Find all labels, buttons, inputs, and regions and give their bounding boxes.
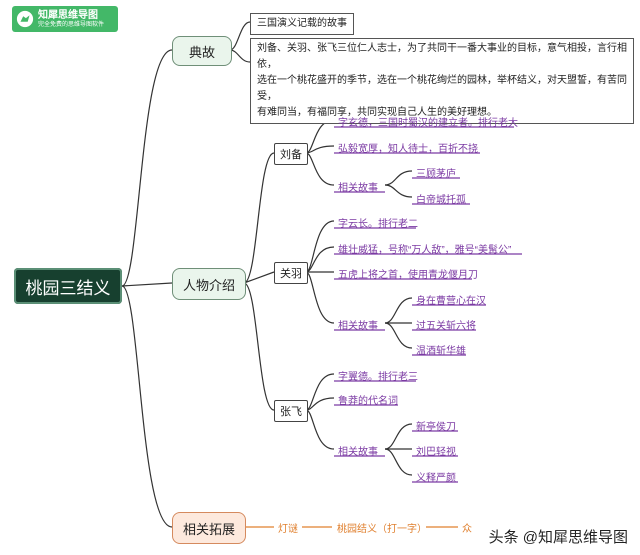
liubei-story-label[interactable]: 相关故事 xyxy=(338,183,378,194)
diangu-text-line: 有难同当，有福同享，共同实现自己人生的美好理想。 xyxy=(257,107,497,118)
tuozhan-item[interactable]: 桃园结义（打一字） xyxy=(337,524,427,535)
zhangfei-story-label[interactable]: 相关故事 xyxy=(338,447,378,458)
node-tuozhan[interactable]: 相关拓展 xyxy=(172,512,246,544)
diangu-text[interactable]: 刘备、关羽、张飞三位仁人志士，为了共同干一番大事业的目标，意气相投，言行相依， … xyxy=(250,38,634,124)
liubei-story[interactable]: 三顾茅庐 xyxy=(416,169,456,180)
tuozhan-item[interactable]: 众 xyxy=(462,524,472,535)
zhangfei-story[interactable]: 刘巴轻视 xyxy=(416,447,456,458)
node-zhangfei[interactable]: 张飞 xyxy=(274,400,308,422)
node-diangu[interactable]: 典故 xyxy=(172,36,232,66)
node-renwu[interactable]: 人物介绍 xyxy=(172,268,246,300)
node-liubei[interactable]: 刘备 xyxy=(274,143,308,165)
guanyu-story-label[interactable]: 相关故事 xyxy=(338,321,378,332)
root-node[interactable]: 桃园三结义 xyxy=(14,268,122,304)
rhino-icon xyxy=(16,10,34,28)
zhangfei-story[interactable]: 义释严颜 xyxy=(416,473,456,484)
diangu-title[interactable]: 三国演义记载的故事 xyxy=(250,13,354,35)
zhangfei-item[interactable]: 字翼德。排行老三 xyxy=(338,372,418,383)
guanyu-story[interactable]: 过五关斩六将 xyxy=(416,321,476,332)
logo-title: 知犀思维导图 xyxy=(38,9,98,21)
diangu-text-line: 选在一个桃花盛开的季节，选在一个桃花绚烂的园林，举杯结义，对天盟誓，有苦同受， xyxy=(257,75,627,102)
guanyu-story[interactable]: 身在曹营心在汉 xyxy=(416,296,486,307)
guanyu-item[interactable]: 字云长。排行老二 xyxy=(338,219,418,230)
logo-subtitle: 完全免费的思维导图软件 xyxy=(38,21,105,28)
diangu-text-line: 刘备、关羽、张飞三位仁人志士，为了共同干一番大事业的目标，意气相投，言行相依， xyxy=(257,43,627,70)
zhangfei-item[interactable]: 鲁莽的代名词 xyxy=(338,396,398,407)
guanyu-item[interactable]: 雄壮威猛，号称“万人敌”，雅号“美髯公” xyxy=(338,245,512,256)
app-logo: 知犀思维导图 完全免费的思维导图软件 xyxy=(12,6,118,32)
liubei-item[interactable]: 字玄德，三国时蜀汉的建立者。排行老大 xyxy=(338,118,518,129)
liubei-story[interactable]: 白帝城托孤 xyxy=(416,195,466,206)
zhangfei-story[interactable]: 新亭侯刀 xyxy=(416,422,456,433)
guanyu-item[interactable]: 五虎上将之首，使用青龙偃月刀 xyxy=(338,270,478,281)
tuozhan-item[interactable]: 灯谜 xyxy=(278,524,298,535)
guanyu-story[interactable]: 温酒斩华雄 xyxy=(416,346,466,357)
watermark: 头条 @知犀思维导图 xyxy=(488,529,628,546)
node-guanyu[interactable]: 关羽 xyxy=(274,262,308,284)
liubei-item[interactable]: 弘毅宽厚，知人待士，百折不挠 xyxy=(338,144,478,155)
